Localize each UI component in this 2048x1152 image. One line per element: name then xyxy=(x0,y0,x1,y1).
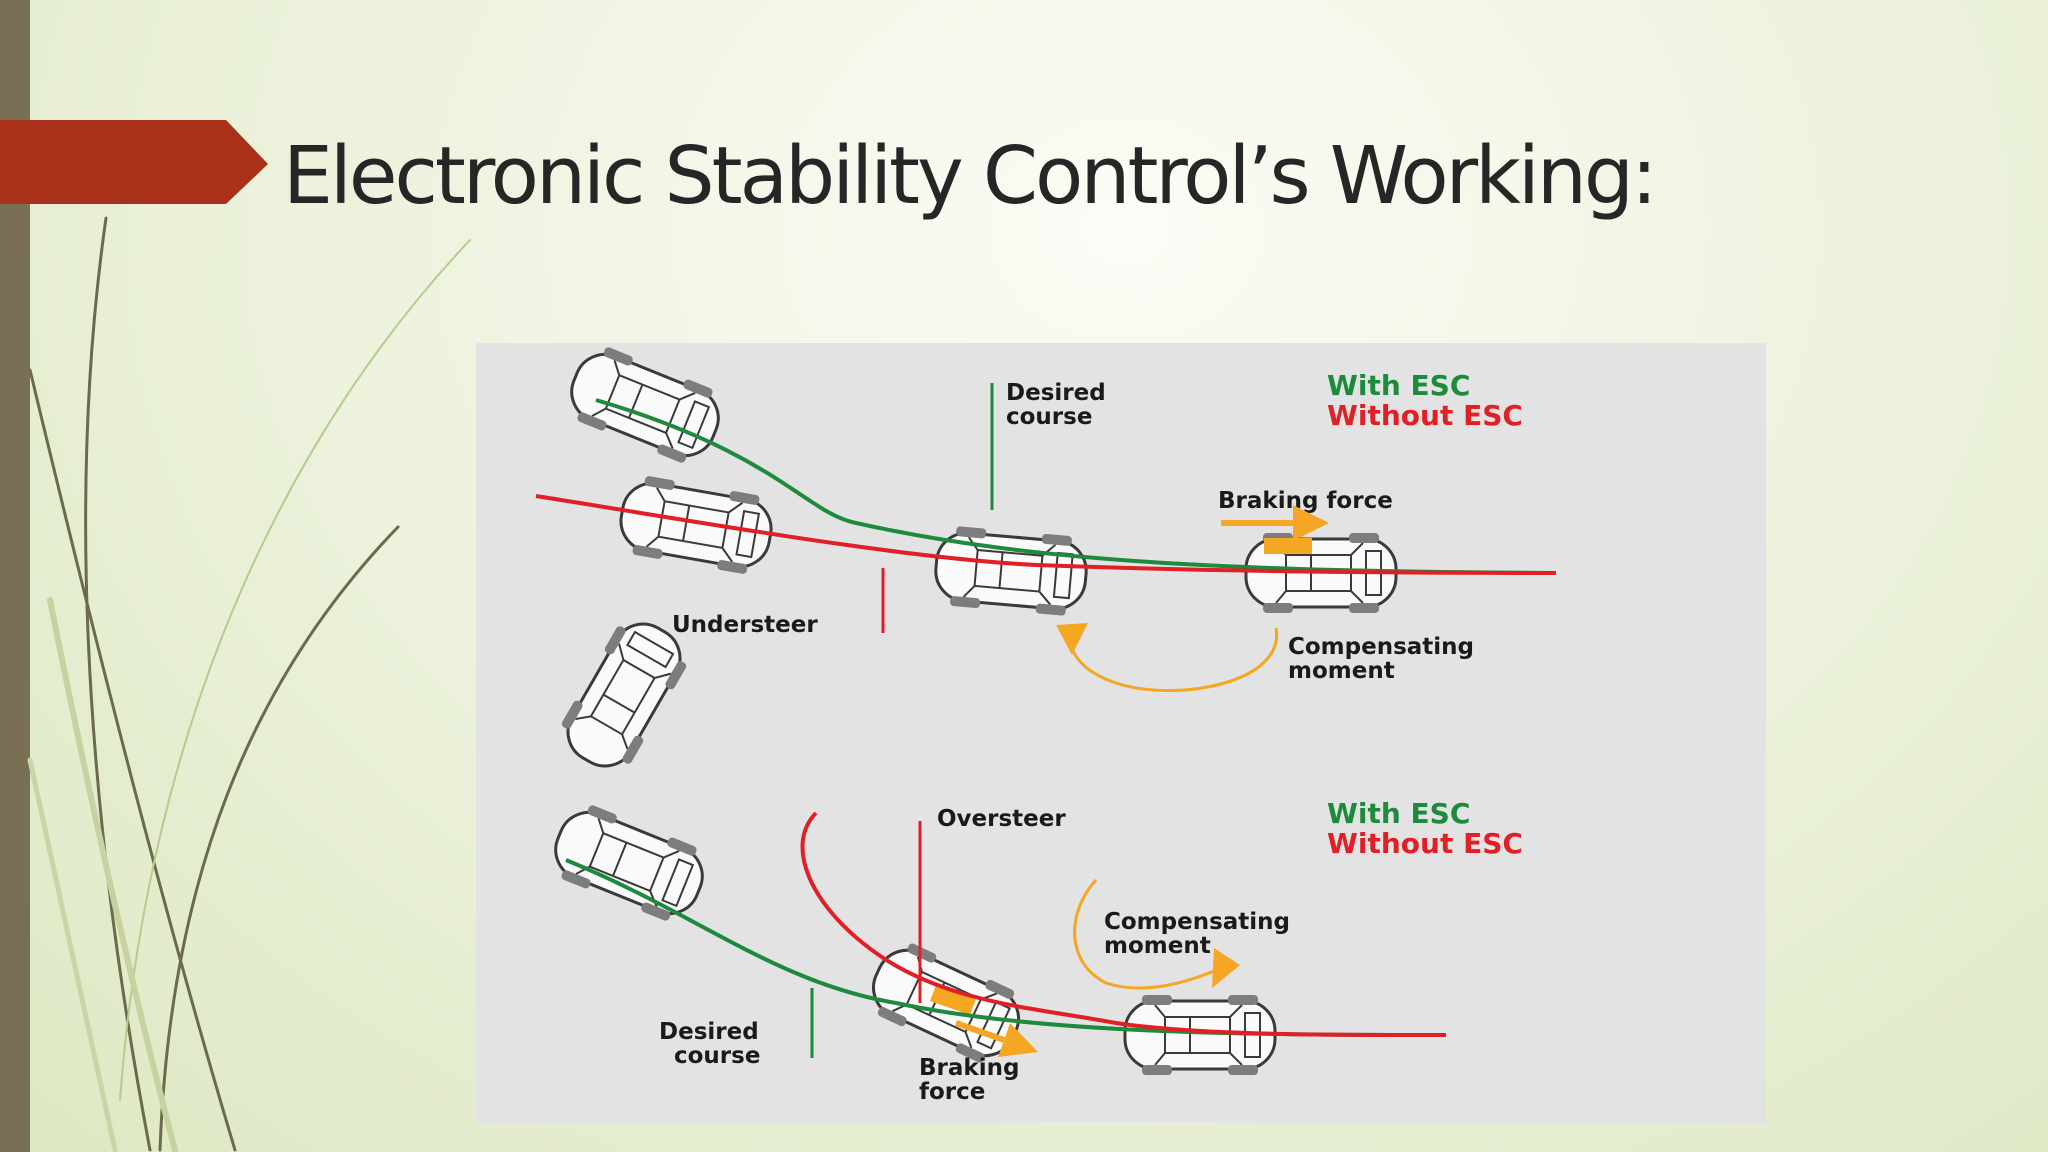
without-esc-path xyxy=(535,494,1557,575)
title-banner-arrow xyxy=(0,120,268,204)
desired-course-label-top: Desired xyxy=(1006,380,1106,406)
decor-curve xyxy=(119,239,471,1101)
decor-curve xyxy=(27,757,118,1152)
desired-course-label-top: course xyxy=(1006,404,1092,430)
braking-force-label-bottom: force xyxy=(919,1079,985,1105)
braking-force-label-bottom: Braking xyxy=(919,1055,1019,1081)
slide-title: Electronic Stability Control’s Working: xyxy=(283,130,1658,222)
car-understeer xyxy=(613,471,779,579)
decor-curve xyxy=(47,597,178,1152)
car-esc-braking xyxy=(931,523,1091,619)
oversteer-label: Oversteer xyxy=(937,806,1066,832)
decor-curve xyxy=(158,525,400,1152)
compensating-moment-arrowhead-bottom xyxy=(1212,948,1240,988)
without-esc-path-bottom xyxy=(800,811,1447,1037)
compensating-moment-label-top: Compensating xyxy=(1288,634,1474,660)
brake-marker-bottom xyxy=(930,985,976,1015)
legend-with-esc-bottom: With ESC xyxy=(1327,797,1470,830)
desired-course-label-bottom: Desired xyxy=(659,1019,759,1045)
compensating-moment-label-top: moment xyxy=(1288,658,1395,684)
car-desired-path-top xyxy=(558,343,732,472)
oversteer-panel: Oversteer With ESC Without ESC Compensat… xyxy=(542,608,1523,1105)
desired-course-label-bottom: course xyxy=(674,1043,760,1069)
brake-marker xyxy=(1264,538,1312,554)
braking-force-arrow-bottom xyxy=(954,1020,1038,1057)
legend-with-esc-top: With ESC xyxy=(1327,369,1470,402)
esc-diagram: Desired course With ESC Without ESC Brak… xyxy=(476,343,1766,1123)
braking-force-label-top: Braking force xyxy=(1218,488,1393,514)
understeer-panel: Desired course With ESC Without ESC Brak… xyxy=(535,343,1557,693)
compensating-moment-label-bottom: Compensating xyxy=(1104,909,1290,935)
with-esc-path xyxy=(595,398,1557,575)
compensating-moment-label-bottom: moment xyxy=(1104,933,1211,959)
decor-curve xyxy=(84,216,152,1152)
understeer-label: Understeer xyxy=(672,612,818,638)
left-accent-bar xyxy=(0,0,30,1152)
compensating-moment-arrow-bottom xyxy=(1073,878,1222,990)
compensating-moment-arrowhead-top xyxy=(1056,623,1088,655)
legend-without-esc-bottom: Without ESC xyxy=(1327,827,1523,860)
decor-curve xyxy=(28,368,237,1152)
legend-without-esc-top: Without ESC xyxy=(1327,399,1523,432)
compensating-moment-arrow-top xyxy=(1068,627,1279,693)
